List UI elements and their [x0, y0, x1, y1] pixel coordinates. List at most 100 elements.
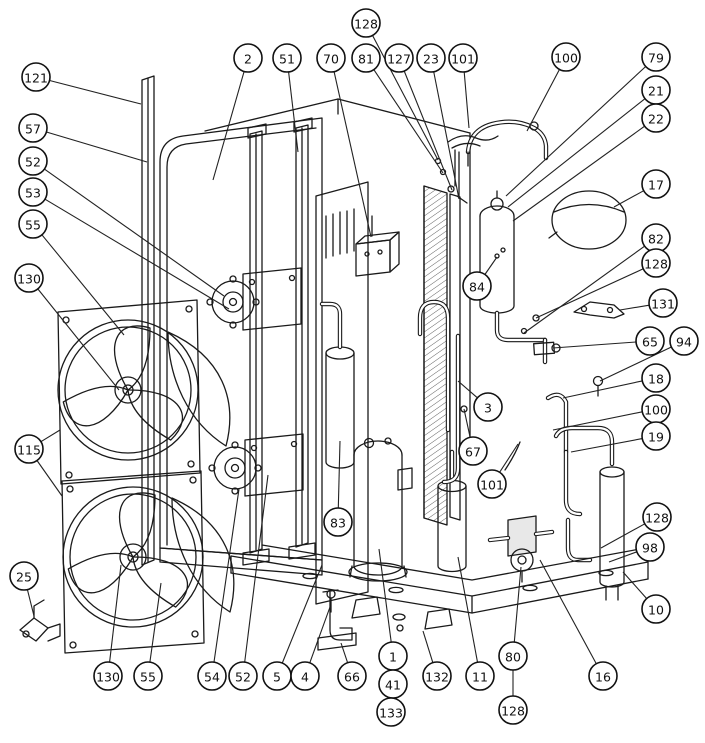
- leader-line-84: [484, 256, 498, 275]
- callout-128: 128: [642, 502, 672, 532]
- callout-number: 57: [25, 122, 41, 137]
- leader-line-55: [149, 582, 162, 663]
- leader-line-4: [309, 606, 331, 663]
- callout-number: 130: [17, 272, 41, 287]
- callout-balloon: [498, 695, 528, 725]
- callout-number: 21: [648, 84, 664, 99]
- callout-4: 4: [290, 661, 320, 691]
- leader-line-65: [552, 341, 637, 349]
- callout-balloon: [642, 502, 672, 532]
- leader-line-17: [613, 190, 644, 208]
- leader-line-101: [463, 71, 470, 129]
- leader-line-11: [457, 556, 479, 663]
- leader-line-130: [37, 288, 120, 391]
- leader-line-128: [372, 35, 439, 161]
- unit-drawing: [19, 75, 649, 654]
- leader-line-52: [44, 168, 225, 297]
- callout-number: 128: [644, 257, 668, 272]
- leader-line-100: [552, 411, 643, 431]
- callout-101: 101: [477, 469, 507, 499]
- leader-line-81: [373, 69, 444, 174]
- callout-98: 98: [635, 532, 665, 562]
- callout-number: 55: [140, 670, 156, 685]
- leader-line-16: [539, 559, 597, 664]
- condenser-coil-part: [423, 185, 461, 526]
- callout-balloon: [473, 392, 503, 422]
- callout-number: 101: [480, 478, 504, 493]
- leader-line-67: [463, 408, 471, 438]
- callout-balloon: [641, 421, 671, 451]
- callout-number: 18: [648, 372, 664, 387]
- callout-balloon: [18, 113, 48, 143]
- callout-101: 101: [448, 43, 478, 73]
- fan-motor-part: [206, 275, 262, 495]
- callout-11: 11: [465, 661, 495, 691]
- leader-line-19: [570, 438, 643, 453]
- leader-line-21: [507, 98, 646, 208]
- callout-2: 2: [233, 43, 263, 73]
- expansion-tank-part: [548, 190, 627, 250]
- callout-balloon: [14, 434, 44, 464]
- callout-number: 11: [472, 670, 488, 685]
- callout-131: 131: [648, 288, 678, 318]
- leader-line-101: [499, 443, 519, 473]
- motor-mount-part: [242, 267, 304, 497]
- leader-line-10: [622, 571, 648, 599]
- leader-line-80: [513, 566, 522, 643]
- leader-line-70: [333, 71, 372, 238]
- callout-balloon: [641, 248, 671, 278]
- cylinder-part: [437, 449, 467, 573]
- callout-133: 133: [376, 697, 406, 727]
- callout-number: 53: [25, 186, 41, 201]
- callout-52: 52: [228, 661, 258, 691]
- callout-94: 94: [669, 326, 699, 356]
- callout-number: 101: [451, 52, 475, 67]
- callout-100: 100: [641, 394, 671, 424]
- callout-number: 17: [648, 178, 664, 193]
- callout-balloon: [197, 661, 227, 691]
- leader-line-57: [46, 131, 148, 163]
- callout-number: 55: [25, 218, 41, 233]
- callout-21: 21: [641, 75, 671, 105]
- callout-balloon: [18, 146, 48, 176]
- callout-balloon: [351, 43, 381, 73]
- callout-balloon: [641, 42, 671, 72]
- leader-line-22: [512, 125, 645, 222]
- callout-number: 128: [354, 17, 378, 32]
- callout-number: 23: [423, 52, 439, 67]
- callout-number: 65: [642, 335, 658, 350]
- callout-5: 5: [262, 661, 292, 691]
- callout-number: 2: [244, 52, 252, 67]
- callout-number: 5: [273, 670, 281, 685]
- callout-balloon: [641, 103, 671, 133]
- callout-number: 81: [358, 52, 374, 67]
- callout-balloon: [635, 326, 665, 356]
- callout-128: 128: [641, 248, 671, 278]
- callout-number: 121: [24, 71, 48, 86]
- callout-number: 66: [344, 670, 360, 685]
- callout-130: 130: [93, 661, 123, 691]
- callout-54: 54: [197, 661, 227, 691]
- callout-balloon: [477, 469, 507, 499]
- callout-70: 70: [316, 43, 346, 73]
- callout-81: 81: [351, 43, 381, 73]
- leader-line-53: [44, 198, 230, 310]
- callout-number: 82: [648, 232, 664, 247]
- callout-18: 18: [641, 363, 671, 393]
- callout-number: 128: [645, 511, 669, 526]
- callout-number: 67: [465, 445, 481, 460]
- leader-line-131: [619, 304, 650, 311]
- callout-balloon: [498, 641, 528, 671]
- callout-number: 98: [642, 541, 658, 556]
- suction-accumulator-part: [319, 301, 355, 469]
- callout-1: 1: [378, 641, 408, 671]
- valve-25-part: [19, 599, 61, 642]
- callout-128: 128: [498, 695, 528, 725]
- callout-16: 16: [588, 661, 618, 691]
- callout-balloon: [551, 42, 581, 72]
- leader-line-83: [337, 440, 341, 509]
- callout-number: 1: [389, 650, 397, 665]
- leader-line-94: [599, 346, 672, 382]
